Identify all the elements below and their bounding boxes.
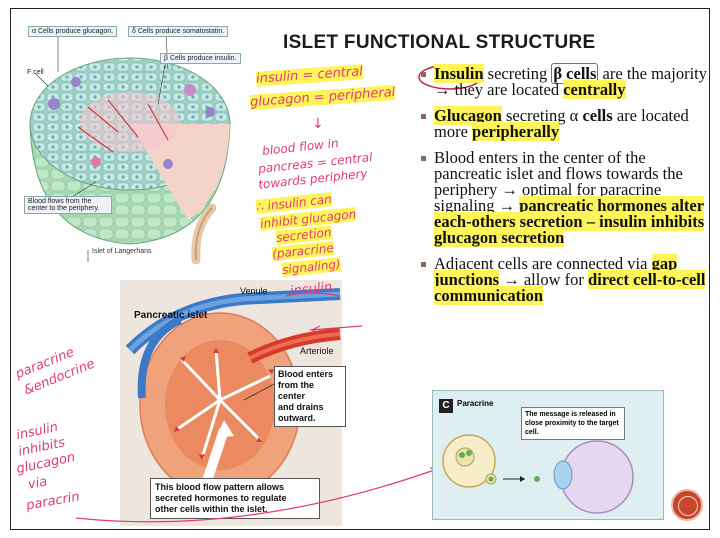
pancreatic-islet-diagram: Pancreatic islet Venule Arteriole Blood … xyxy=(120,280,342,526)
flow-pattern-line-3: other cells within the islet. xyxy=(155,504,315,515)
note-arrow: ↓ xyxy=(312,116,324,132)
flow-pattern-callout: This blood flow pattern allows secreted … xyxy=(150,478,320,519)
paracrine-illustration xyxy=(433,391,663,519)
islet-diagram: α Cells produce glucagon. δ Cells produc… xyxy=(18,12,250,264)
blood-enters-line-1: Blood enters xyxy=(278,369,342,380)
peripherally-term: peripherally xyxy=(472,122,559,141)
islet-illustration xyxy=(18,12,250,264)
blood-enters-line-3: center xyxy=(278,391,342,402)
b2-cells: cells xyxy=(582,106,612,125)
bullet-glucagon: Glucagon secreting α cells are located m… xyxy=(420,108,712,140)
f-cell-label: F cell xyxy=(24,68,47,77)
next-slide-ring-icon xyxy=(678,496,698,516)
blood-flow-text: Blood flows from the center to the perip… xyxy=(28,198,99,212)
delta-cell-label: δ Cells produce somatostatin. xyxy=(128,26,228,37)
slide-title: ISLET FUNCTIONAL STRUCTURE xyxy=(283,32,596,54)
bullet-marker xyxy=(421,156,426,161)
centrally-term: centrally xyxy=(563,80,625,99)
blood-flow-label: Blood flows from the center to the perip… xyxy=(24,196,112,214)
bullet-marker xyxy=(421,114,426,119)
blood-enters-line-5: outward. xyxy=(278,413,342,424)
venule-label: Venule xyxy=(240,286,268,296)
flow-pattern-line-2: secreted hormones to regulate xyxy=(155,493,315,504)
bullet-list: Insulin secreting β cells are the majori… xyxy=(420,66,712,314)
bullet-marker xyxy=(421,262,426,267)
beta-cell-label: β Cells produce insulin. xyxy=(160,53,241,64)
bullet-insulin: Insulin secreting β cells are the majori… xyxy=(420,66,712,98)
islet-caption: Islet of Langerhans xyxy=(92,248,152,255)
flow-pattern-line-1: This blood flow pattern allows xyxy=(155,482,315,493)
next-slide-button[interactable] xyxy=(671,489,703,521)
bullet-gap-junctions: Adjacent cells are connected via gap jun… xyxy=(420,256,712,304)
bullet-marker xyxy=(421,72,426,77)
arteriole-label: Arteriole xyxy=(300,346,334,356)
blood-enters-callout: Blood enters from the center and drains … xyxy=(274,366,346,427)
blood-enters-line-2: from the xyxy=(278,380,342,391)
paracrine-diagram: C Paracrine The message is released in c… xyxy=(432,390,664,520)
pancreatic-islet-title: Pancreatic islet xyxy=(134,310,207,321)
bullet-blood-flow: Blood enters in the center of the pancre… xyxy=(420,150,712,246)
alpha-cell-label: α Cells produce glucagon. xyxy=(28,26,117,37)
blood-enters-line-4: and drains xyxy=(278,402,342,413)
